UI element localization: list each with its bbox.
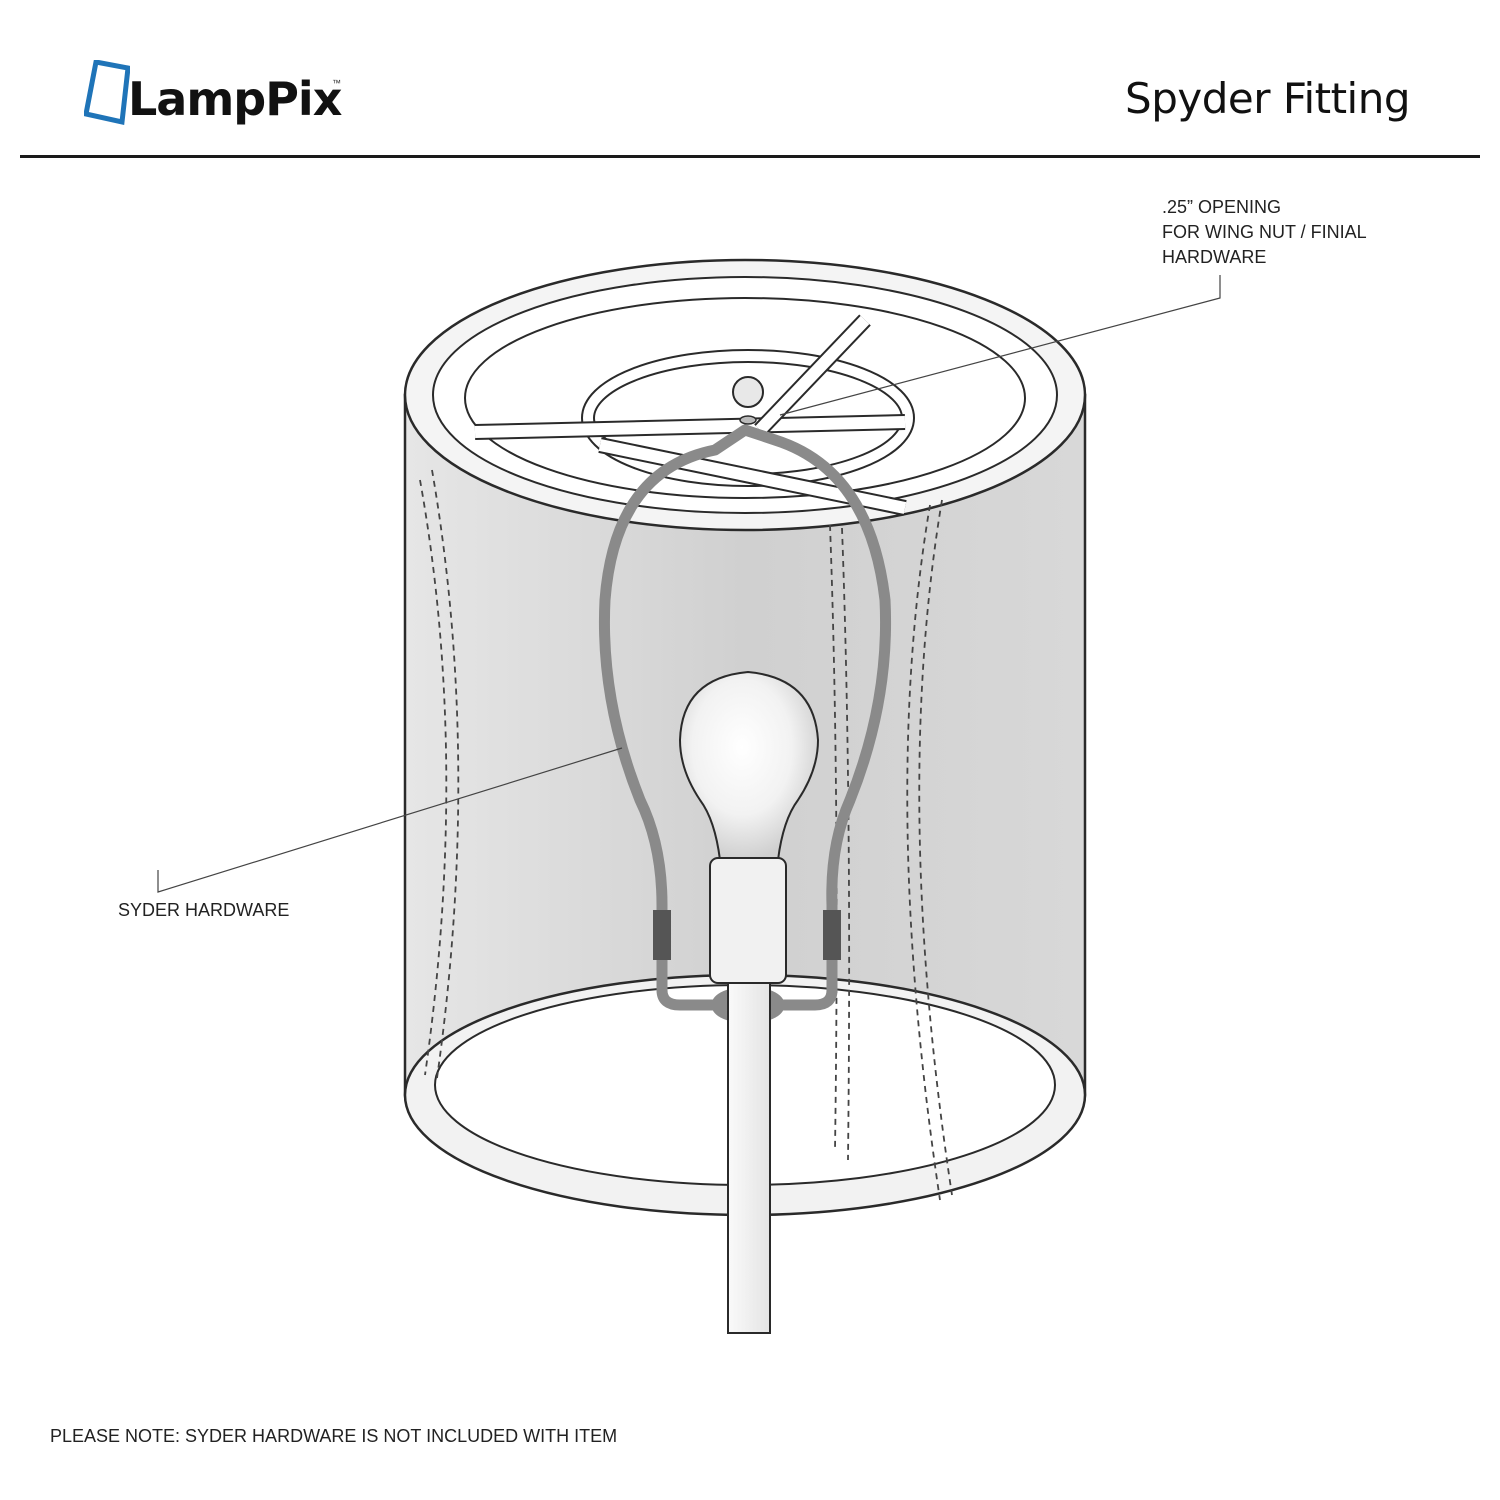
header: LampPix ™ Spyder Fitting [0,0,1500,160]
header-divider [20,155,1480,158]
light-bulb [678,670,820,861]
spyder-harp [598,424,892,1024]
brand-trademark: ™ [332,78,341,88]
footnote: PLEASE NOTE: SYDER HARDWARE IS NOT INCLU… [50,1426,618,1446]
logo-square-icon [84,60,130,126]
page-title: Spyder Fitting [1125,74,1410,123]
spyder-leader-line [157,747,623,893]
opening-callout: .25” OPENING FOR WING NUT / FINIAL HARDW… [1162,195,1422,270]
brand-logo[interactable]: LampPix ™ [84,60,384,130]
spyder-fitter [474,314,915,516]
lamp-socket [709,857,787,984]
opening-leader-line [779,275,1221,416]
spyder-hardware-callout: SYDER HARDWARE [118,900,290,920]
opening-callout-line: HARDWARE [1162,247,1267,267]
brand-name: LampPix [128,72,342,126]
lamp-rod [727,982,771,1334]
opening-callout-line: .25” OPENING [1162,197,1282,217]
opening-callout-line: FOR WING NUT / FINIAL [1162,222,1367,242]
